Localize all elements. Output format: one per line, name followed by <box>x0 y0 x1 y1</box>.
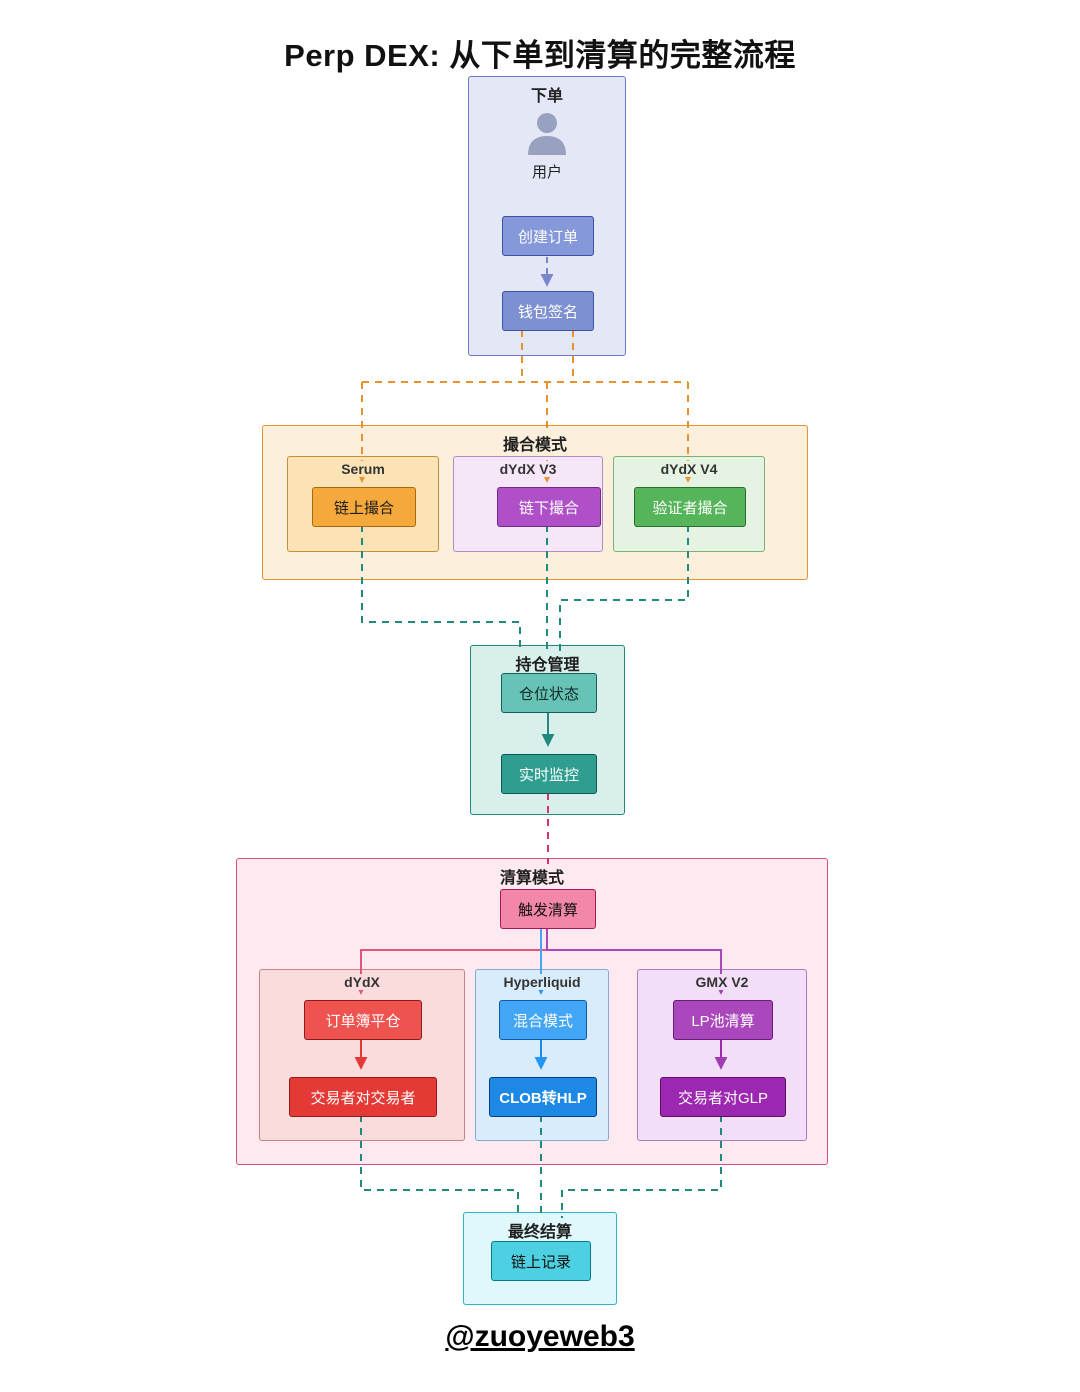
section-matching-label: 撮合模式 <box>494 431 576 455</box>
group-dydx-v3-label: dYdX V3 <box>493 461 563 477</box>
node-onchain-record: 链上记录 <box>491 1241 591 1281</box>
group-hyperliquid-label: Hyperliquid <box>497 974 587 990</box>
user-label: 用户 <box>531 164 562 181</box>
node-validator-matching: 验证者撮合 <box>634 487 746 527</box>
group-gmx-v2: GMX V2 LP池清算 交易者对GLP <box>637 969 807 1141</box>
group-dydx-v4-label: dYdX V4 <box>654 461 724 477</box>
user-icon <box>524 111 570 155</box>
node-realtime-monitor: 实时监控 <box>501 754 597 794</box>
group-dydx: dYdX 订单簿平仓 交易者对交易者 <box>259 969 465 1141</box>
node-lp-pool-liquidation: LP池清算 <box>673 1000 773 1040</box>
group-gmx-v2-label: GMX V2 <box>689 974 755 990</box>
section-settlement-label: 最终结算 <box>499 1218 581 1242</box>
section-order: 下单 用户 创建订单 钱包签名 <box>468 76 626 356</box>
node-hybrid-mode: 混合模式 <box>499 1000 587 1040</box>
node-trader-vs-glp: 交易者对GLP <box>660 1077 786 1117</box>
diagram-title: Perp DEX: 从下单到清算的完整流程 <box>284 38 796 73</box>
node-clob-to-hlp: CLOB转HLP <box>489 1077 597 1117</box>
group-dydx-label: dYdX <box>338 974 386 990</box>
section-matching: 撮合模式 Serum 链上撮合 dYdX V3 链下撮合 dYdX V4 验证者… <box>262 425 808 580</box>
footer-handle: @zuoyeweb3 <box>445 1320 635 1353</box>
group-serum-label: Serum <box>335 461 391 477</box>
group-hyperliquid: Hyperliquid 混合模式 CLOB转HLP <box>475 969 609 1141</box>
section-order-label: 下单 <box>522 82 572 106</box>
section-liquidation-label: 清算模式 <box>491 864 573 888</box>
node-offchain-matching: 链下撮合 <box>497 487 601 527</box>
node-wallet-sign: 钱包签名 <box>502 291 594 331</box>
node-create-order: 创建订单 <box>502 216 594 256</box>
node-position-status: 仓位状态 <box>501 673 597 713</box>
group-dydx-v4: dYdX V4 验证者撮合 <box>613 456 765 552</box>
node-trigger-liquidation: 触发清算 <box>500 889 596 929</box>
section-position-management: 持仓管理 仓位状态 实时监控 <box>470 645 625 815</box>
section-settlement: 最终结算 链上记录 <box>463 1212 617 1305</box>
node-trader-vs-trader: 交易者对交易者 <box>289 1077 437 1117</box>
node-onchain-matching: 链上撮合 <box>312 487 416 527</box>
group-serum: Serum 链上撮合 <box>287 456 439 552</box>
section-liquidation: 清算模式 触发清算 dYdX 订单簿平仓 交易者对交易者 Hyperliquid… <box>236 858 828 1165</box>
section-position-label: 持仓管理 <box>507 651 588 675</box>
node-orderbook-close: 订单簿平仓 <box>304 1000 422 1040</box>
group-dydx-v3: dYdX V3 链下撮合 <box>453 456 603 552</box>
